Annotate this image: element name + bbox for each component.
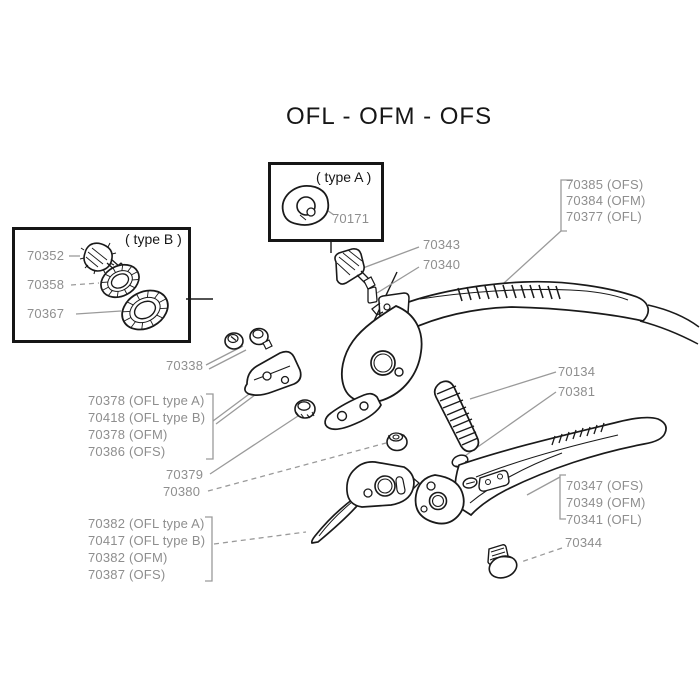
inset-type-b-title: ( type B ) [125,231,182,247]
callout-blade-line-3: 70382 (OFM) [88,550,168,565]
callout-counter-blade-line-3: 70378 (OFM) [88,427,168,442]
blade-drawing [310,461,420,544]
fasteners-drawing [224,327,273,350]
callout-blade-line-4: 70387 (OFS) [88,567,166,582]
inset-type-a-title: ( type A ) [316,169,372,185]
callout-70379: 70379 [166,467,204,482]
center-nut-drawing [386,432,408,452]
lower-handle-bracket [559,474,566,520]
callout-70340: 70340 [423,257,461,272]
upper-handle-bracket [560,179,573,232]
callout-70171: 70171 [332,211,370,226]
anvil-bar-drawing [324,392,382,431]
callout-upper-handle-line-2: 70384 (OFM) [566,193,646,208]
callout-lower-handle-line-3: 70341 (OFL) [566,512,642,527]
catch-pin-drawing [367,286,378,304]
callout-70344: 70344 [565,535,603,550]
front-nut-drawing [294,399,316,419]
callout-blade-line-2: 70417 (OFL type B) [88,533,206,548]
diagram-title: OFL - OFM - OFS [286,103,493,130]
strap-drawing [639,304,700,345]
plug-drawing [487,544,518,579]
grip-ribs [457,284,561,302]
callout-lower-handle-line-1: 70347 (OFS) [566,478,644,493]
washer-drawing [100,263,140,299]
callout-counter-blade-line-4: 70386 (OFS) [88,444,166,459]
pivot-head-drawing [340,304,423,404]
callout-70380: 70380 [163,484,201,499]
callout-blade-line-1: 70382 (OFL type A) [88,516,205,531]
blade-bracket [205,516,213,582]
inset-type-b-box [12,227,191,343]
callout-lower-handle-block: 70347 (OFS) 70349 (OFM) 70341 (OFL) [566,477,646,528]
callout-70367: 70367 [27,306,65,321]
callout-blade-block: 70382 (OFL type A) 70417 (OFL type B) 70… [88,515,205,583]
callout-counter-blade-line-1: 70378 (OFL type A) [88,393,205,408]
callout-lower-handle-line-2: 70349 (OFM) [566,495,646,510]
upper-handle-drawing [394,280,700,345]
callout-70343: 70343 [423,237,461,252]
inset-type-a-box [268,162,384,242]
callout-70381: 70381 [558,384,596,399]
callout-70338: 70338 [166,358,204,373]
callout-upper-handle-line-3: 70377 (OFL) [566,209,642,224]
callout-70352: 70352 [27,248,65,263]
counter-blade-bracket [206,393,214,460]
callout-counter-blade-line-2: 70418 (OFL type B) [88,410,206,425]
callout-upper-handle-line-1: 70385 (OFS) [566,177,644,192]
catch-button-drawing [334,248,376,290]
lower-grip-ribs [551,422,605,446]
callout-70134: 70134 [558,364,596,379]
grommet-drawing [281,184,330,226]
counter-blade-drawing [244,350,302,396]
spring-drawing [433,380,480,453]
lower-handle-drawing [414,416,667,525]
callout-counter-blade-block: 70378 (OFL type A) 70418 (OFL type B) 70… [88,392,205,460]
callout-70358: 70358 [27,277,65,292]
callout-upper-handle-block: 70385 (OFS) 70384 (OFM) 70377 (OFL) [566,177,646,225]
segment-ring-drawing [121,289,169,331]
